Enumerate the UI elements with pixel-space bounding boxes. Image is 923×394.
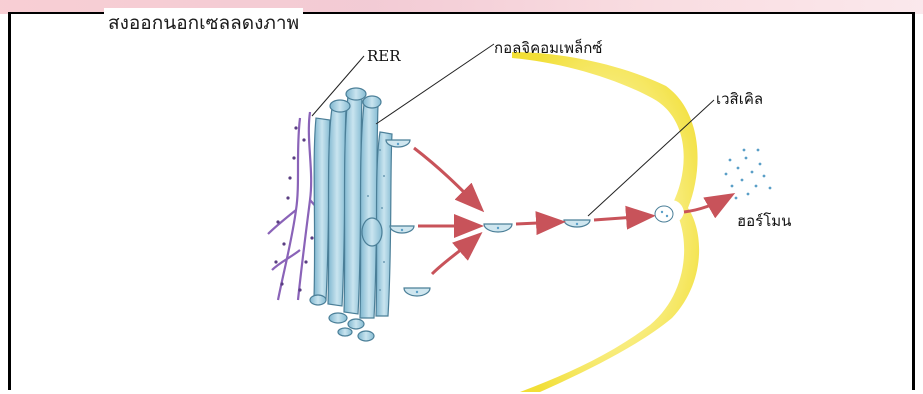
arrow-to-vesicle — [516, 222, 560, 224]
arrow-lower — [432, 236, 478, 274]
label-rer: RER — [367, 47, 401, 65]
exocytosis-pore — [655, 206, 673, 222]
vesicles — [386, 140, 590, 296]
label-hormone: ฮอร์โมน — [737, 209, 791, 233]
hormone-molecules — [725, 149, 772, 200]
vesicle-contents — [397, 143, 578, 293]
arrow-to-membrane — [594, 216, 650, 220]
caption-title: สงออกนอกเซลลดงภาพ — [104, 8, 303, 38]
golgi-complex — [310, 88, 392, 341]
label-vesicle: เวสิเคิล — [716, 87, 763, 111]
arrow-upper — [414, 148, 480, 208]
label-golgi-complex: กอลจิคอมเพล็กซ์ — [494, 36, 602, 60]
